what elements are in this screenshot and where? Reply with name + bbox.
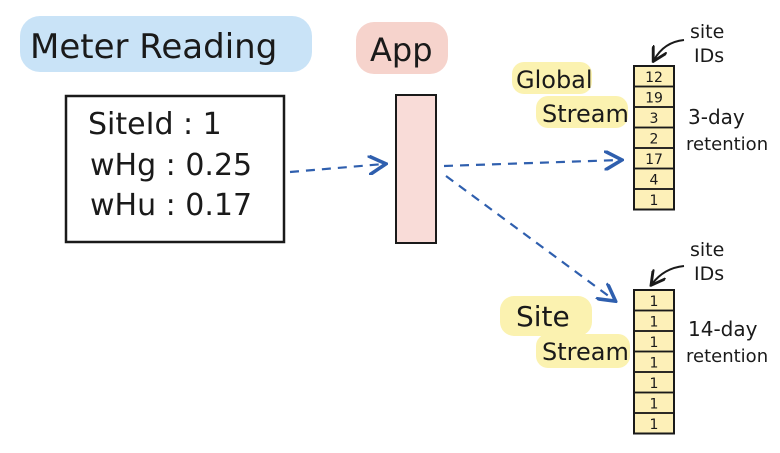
site-stream-column: 1 1 1 1 1 1 1 <box>633 289 675 435</box>
arrow-app-to-site-stream <box>445 175 614 300</box>
global-ids-pointer-icon <box>654 39 685 60</box>
global-label-highlight-1 <box>512 62 592 94</box>
global-stream-outline <box>633 65 675 211</box>
global-label-line1: Global <box>516 66 593 94</box>
site-retention-line1: 14-day <box>688 317 758 341</box>
site-stream-cell-id: 1 <box>650 294 659 310</box>
global-retention-line2: retention <box>686 134 768 155</box>
global-ids-line1: site <box>690 21 724 43</box>
meter-title-highlight <box>20 16 312 72</box>
app-box <box>395 94 437 244</box>
global-stream-cell <box>633 188 675 211</box>
global-label-highlight-2 <box>536 96 628 128</box>
site-label-line1: Site <box>516 300 570 333</box>
meter-line-site-id: SiteId : 1 <box>88 107 222 142</box>
site-stream-cell-id: 1 <box>650 376 659 392</box>
site-label-highlight-1 <box>500 296 592 336</box>
site-stream-cell-id: 1 <box>650 335 659 351</box>
meter-line-whu: wHu : 0.17 <box>90 188 252 223</box>
site-stream-cell-id: 1 <box>650 355 659 371</box>
site-stream-cell-id: 1 <box>650 314 659 330</box>
arrow-app-to-global-stream <box>443 160 620 166</box>
site-stream-cell-id: 1 <box>650 417 659 433</box>
app-label-highlight <box>356 22 448 74</box>
app-label: App <box>370 31 433 69</box>
global-stream-cell-id: 2 <box>650 131 659 147</box>
global-stream-column: 12 19 3 2 17 4 1 <box>633 65 675 211</box>
global-stream-cell-id: 4 <box>650 172 659 188</box>
global-stream-cell-id: 3 <box>650 111 659 127</box>
site-stream-outline <box>633 289 675 435</box>
global-stream-cell-id: 12 <box>645 70 663 86</box>
global-stream-cell-id: 17 <box>645 152 663 168</box>
global-label-line2: Stream <box>542 100 629 128</box>
site-label-line2: Stream <box>542 338 629 366</box>
global-stream-cell-id: 19 <box>645 90 663 106</box>
arrow-meter-to-app <box>289 164 384 172</box>
global-stream-cell-id: 1 <box>650 193 659 209</box>
meter-reading-box <box>64 94 286 244</box>
global-retention-line1: 3-day <box>688 105 745 129</box>
site-retention-line2: retention <box>686 346 768 367</box>
site-stream-cell <box>633 412 675 435</box>
site-ids-pointer-icon <box>652 265 685 284</box>
site-stream-cell-id: 1 <box>650 396 659 412</box>
global-ids-line2: IDs <box>694 45 724 67</box>
site-ids-line2: IDs <box>694 263 724 285</box>
meter-title: Meter Reading <box>30 27 277 67</box>
site-label-highlight-2 <box>536 334 630 368</box>
site-ids-line1: site <box>690 239 724 261</box>
meter-line-whg: wHg : 0.25 <box>90 148 252 183</box>
